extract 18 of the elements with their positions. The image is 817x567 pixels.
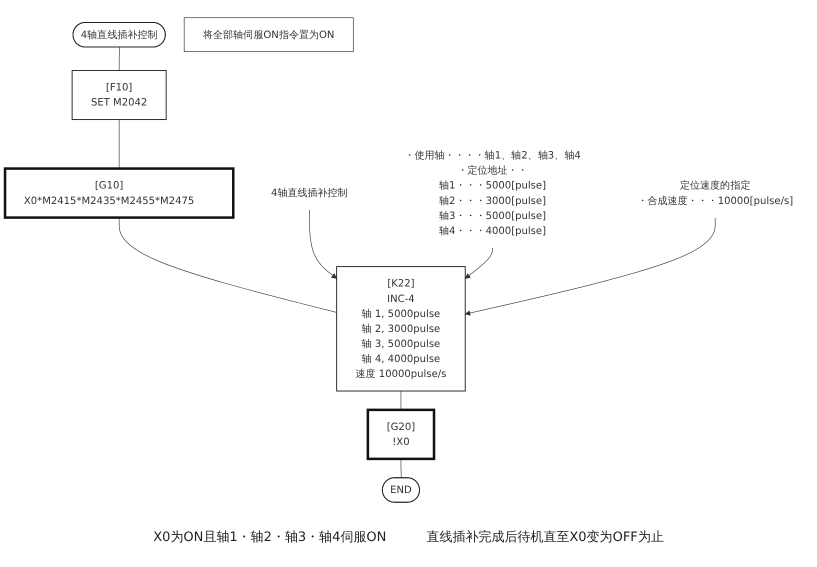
note-text: 直线插补完成后待机直至X0变为OFF为止	[426, 529, 664, 546]
arrow	[464, 247, 493, 279]
node-text: 定位速度的指定 ・合成速度・・・10000[pulse/s]	[637, 179, 794, 206]
connector	[118, 119, 120, 169]
node-box: 将全部轴伺服ON指令置为ON	[184, 17, 354, 52]
note-text: X0为ON且轴1・轴2・轴3・轴4伺服ON	[153, 529, 386, 546]
connector	[118, 217, 337, 313]
node-box: [G20] !X0	[366, 408, 436, 460]
node-text: ・使用轴・・・・轴1、轴2、轴3、轴4 ・定位地址・・ 轴1・・・5000[pulse] 轴2・・・3000[pulse] 轴3・・・5000[pulse] 轴4・・・4000[pulse]	[404, 149, 581, 236]
node-text: 4轴直线插补控制	[270, 186, 348, 199]
node-box: [G10] X0*M2415*M2435*M2455*M2475	[4, 167, 235, 219]
arrow	[464, 217, 716, 316]
connector	[400, 458, 402, 478]
connector	[118, 46, 120, 71]
node-box: [F10] SET M2042	[72, 70, 167, 120]
arrow	[309, 210, 337, 279]
node-box: [K22] INC-4 轴 1, 5000pulse 轴 2, 3000pulse 轴 3, 5000pulse 轴 4, 4000pulse 速度 10000pulse/s	[336, 266, 466, 392]
connector	[400, 390, 402, 410]
